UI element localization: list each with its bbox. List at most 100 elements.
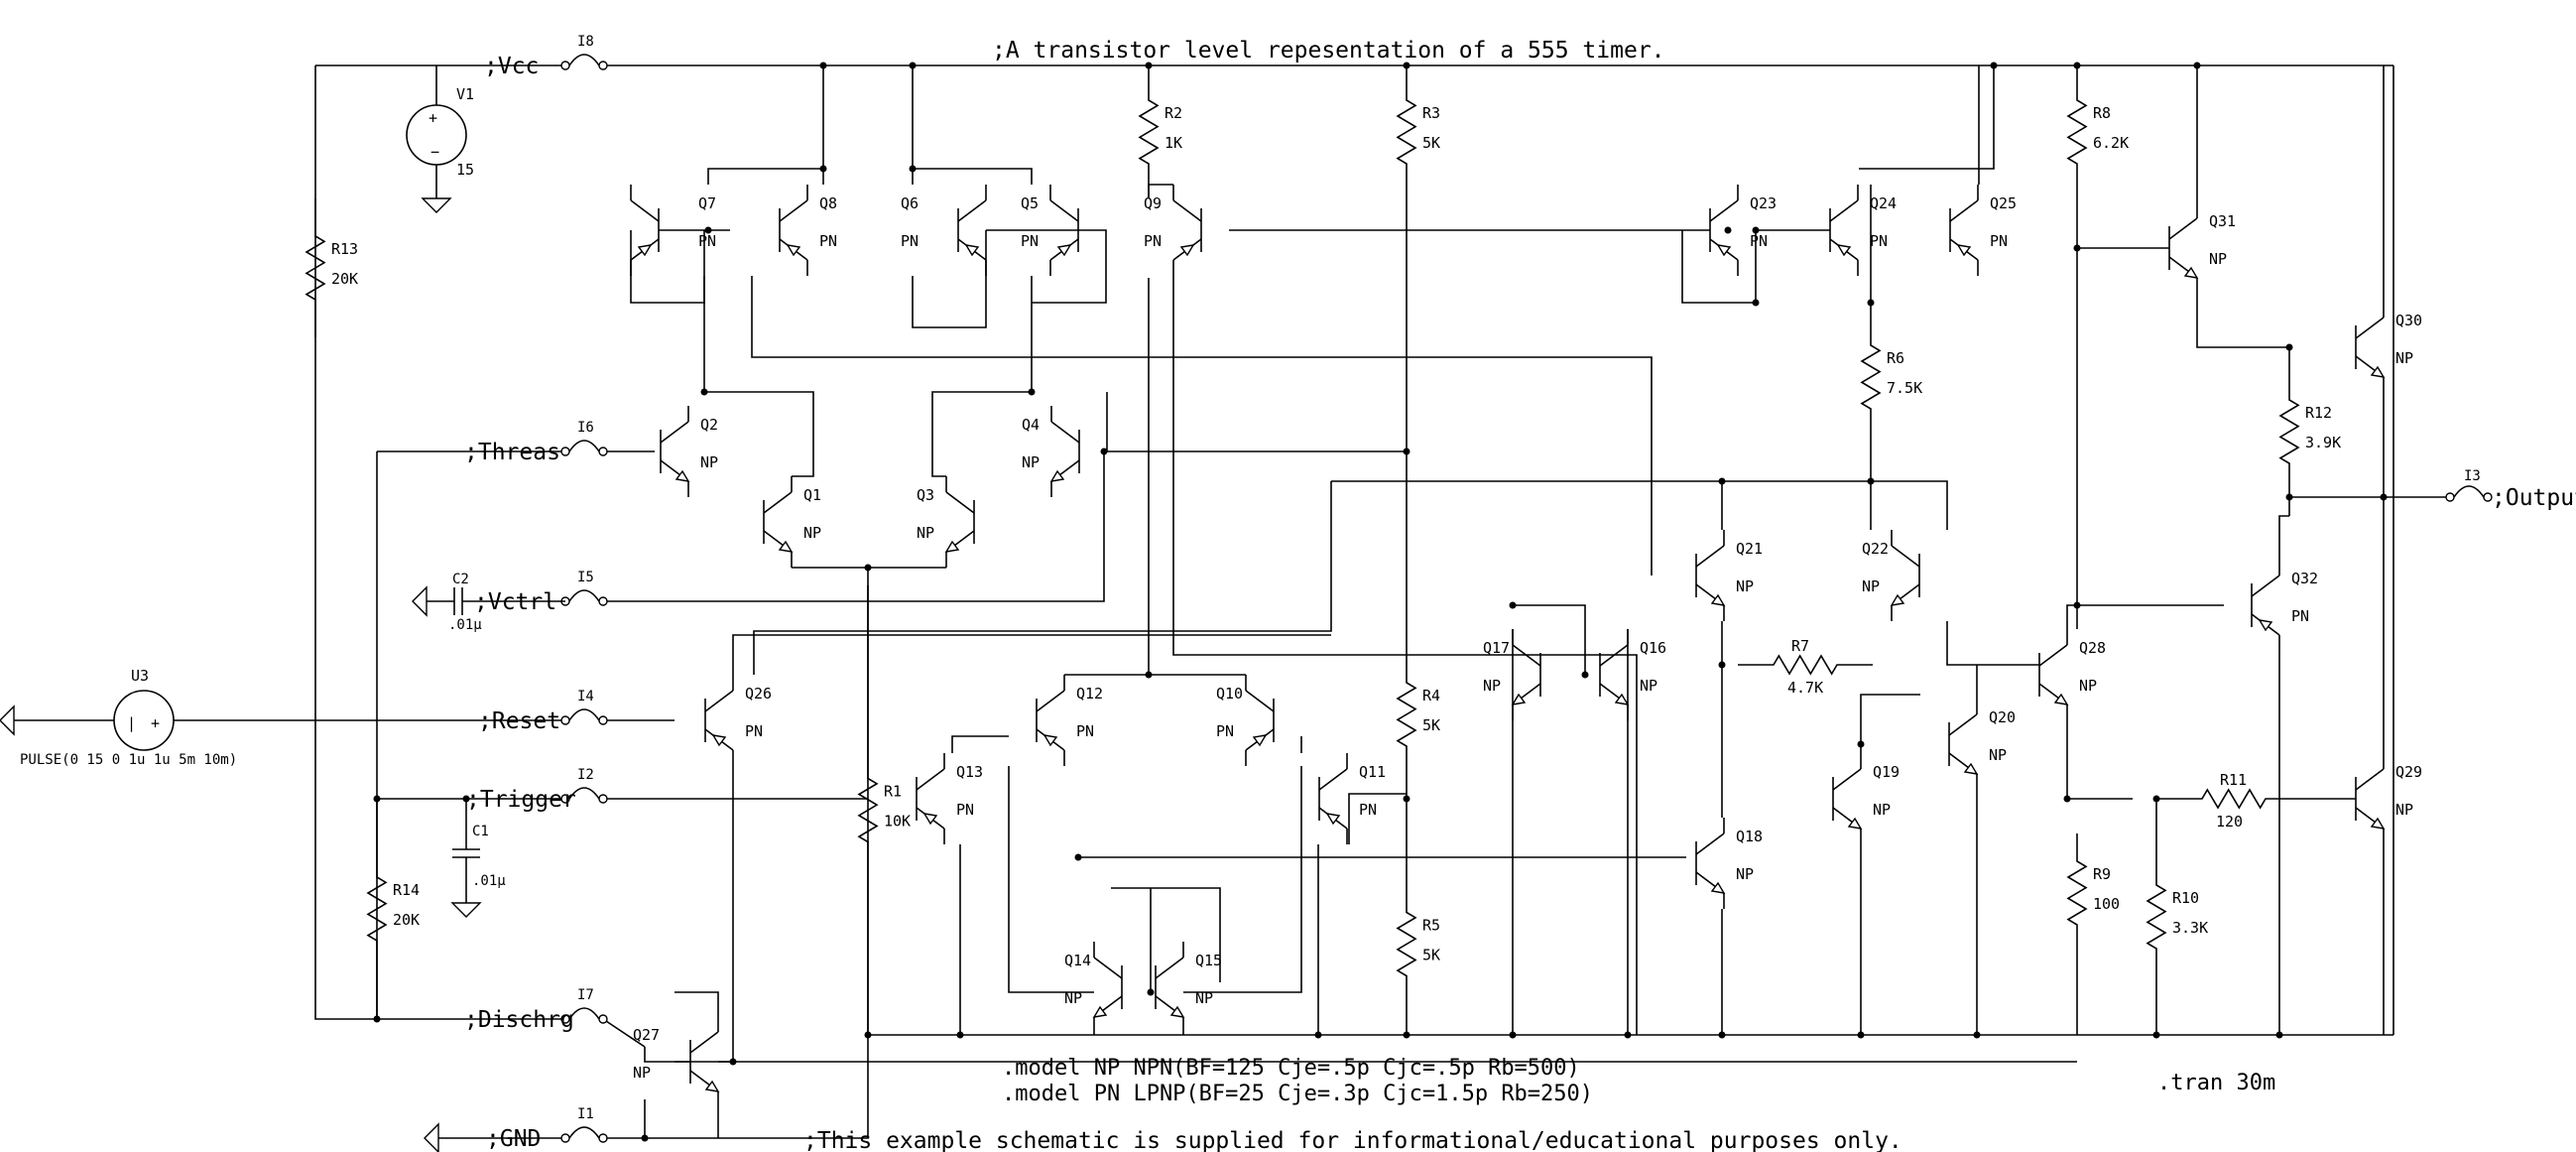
resistor-name: R14 [393, 881, 420, 899]
transistor-model: PN [2291, 607, 2309, 625]
transistor-name: Q16 [1640, 639, 1666, 657]
port-i6[interactable]: I6;Threas [464, 420, 608, 465]
resistor-r6[interactable]: R67.5K [1860, 288, 1922, 466]
resistor-name: R10 [2172, 889, 2199, 907]
net-label-trigger: ;Trigger [466, 787, 576, 813]
wire [912, 65, 1033, 185]
wires [314, 64, 2446, 1139]
tran-directive[interactable]: .tran 30m [2157, 1071, 2275, 1095]
port-i8[interactable]: I8;Vcc [484, 34, 608, 79]
resistor-value: 5K [1422, 947, 1440, 964]
port-i5[interactable]: I5;Vctrl [474, 570, 608, 615]
model-pn-directive[interactable]: .model PN LPNP(BF=25 Cje=.3p Cjc=1.5p Rb… [1002, 1082, 1593, 1106]
port-name: I7 [577, 987, 594, 1003]
ground-icon [412, 585, 428, 617]
resistor-r8[interactable]: R86.2K [2066, 65, 2129, 198]
junction-dot [2152, 795, 2160, 803]
resistor-name: R11 [2220, 771, 2247, 789]
transistor-name: Q5 [1021, 194, 1039, 212]
port-i4[interactable]: I4;Reset [478, 689, 608, 734]
junction-dot [864, 1031, 872, 1039]
junction-dot [1028, 388, 1036, 396]
transistor-model: PN [745, 722, 763, 740]
port-i1[interactable]: I1;GND [486, 1106, 608, 1152]
wire [1859, 65, 1995, 170]
junction-dot [2193, 62, 2201, 69]
port-name: I2 [577, 767, 594, 783]
port-i3[interactable]: I3;Output [2445, 468, 2576, 511]
junction-dot [1973, 1031, 1981, 1039]
junction-dot [1867, 299, 1875, 307]
transistor-model: NP [700, 453, 718, 471]
port-i2[interactable]: I2;Trigger [466, 767, 608, 813]
capacitor-c2[interactable]: C2.01µ [427, 572, 565, 633]
wire [644, 1047, 690, 1063]
transistor-name: Q20 [1989, 708, 2016, 726]
junction-dot [864, 564, 872, 572]
wire [1860, 694, 1920, 753]
ground-icon [450, 902, 482, 918]
junction-dot [1403, 62, 1411, 69]
capacitor-c1[interactable]: C1.01µ [452, 799, 506, 903]
port-i7[interactable]: I7;Dischrg [464, 987, 608, 1033]
resistor-r7[interactable]: R74.7K [1738, 637, 1873, 697]
transistor-name: Q14 [1064, 952, 1091, 969]
model-np-directive[interactable]: .model NP NPN(BF=125 Cje=.5p Cjc=.5p Rb=… [1002, 1056, 1580, 1081]
wire [931, 391, 1032, 477]
transistor-model: PN [1870, 232, 1888, 250]
junction-dot [1145, 671, 1153, 679]
labels: ;A transistor level repesentation of a 5… [803, 38, 2275, 1152]
net-label-reset: ;Reset [478, 708, 560, 734]
resistor-value: 4.7K [1787, 679, 1823, 697]
transistor-model: PN [819, 232, 837, 250]
transistor-name: Q27 [633, 1026, 660, 1044]
wire [986, 229, 1107, 304]
transistor-model: NP [1873, 801, 1891, 819]
